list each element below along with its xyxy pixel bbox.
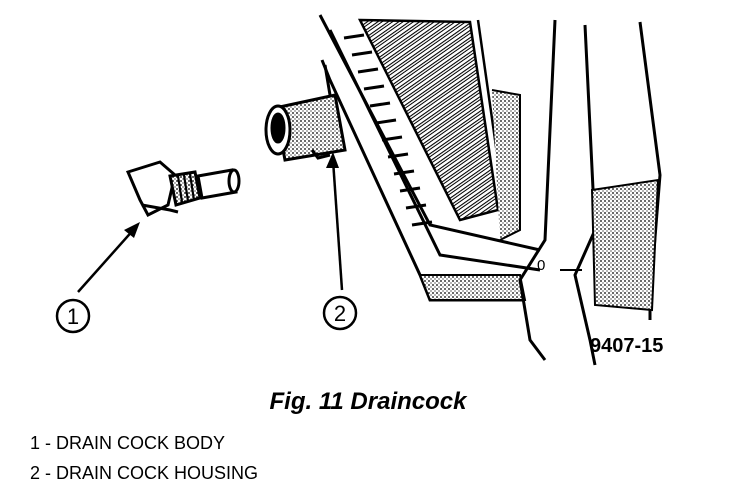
- figure-caption: Fig. 11 Draincock: [269, 388, 467, 415]
- legend-text: DRAIN COCK BODY: [56, 433, 226, 453]
- legend-number: 2: [30, 463, 41, 483]
- callout-1-number: 1: [67, 304, 79, 329]
- legend: 1 - DRAIN COCK BODY 2 - DRAIN COCK HOUSI…: [30, 428, 258, 488]
- radiator-side-support: [518, 19, 662, 366]
- callout-2: 2: [322, 152, 358, 331]
- legend-item: 1 - DRAIN COCK BODY: [30, 428, 258, 458]
- figure-id: 9407-15: [590, 335, 663, 357]
- legend-item: 2 - DRAIN COCK HOUSING: [30, 458, 258, 488]
- drain-cock-body: [125, 160, 241, 217]
- legend-separator: -: [40, 433, 57, 453]
- legend-text: DRAIN COCK HOUSING: [56, 463, 259, 483]
- callout-2-number: 2: [334, 301, 346, 326]
- draincock-illustration: 0 1 2 9407-15: [55, 14, 663, 366]
- drain-cock-housing: [264, 64, 347, 162]
- mark-zero-label: 0: [537, 257, 545, 274]
- legend-number: 1: [30, 433, 41, 453]
- radiator-tank: [318, 14, 541, 302]
- callout-1: 1: [55, 222, 140, 334]
- legend-separator: -: [40, 463, 57, 483]
